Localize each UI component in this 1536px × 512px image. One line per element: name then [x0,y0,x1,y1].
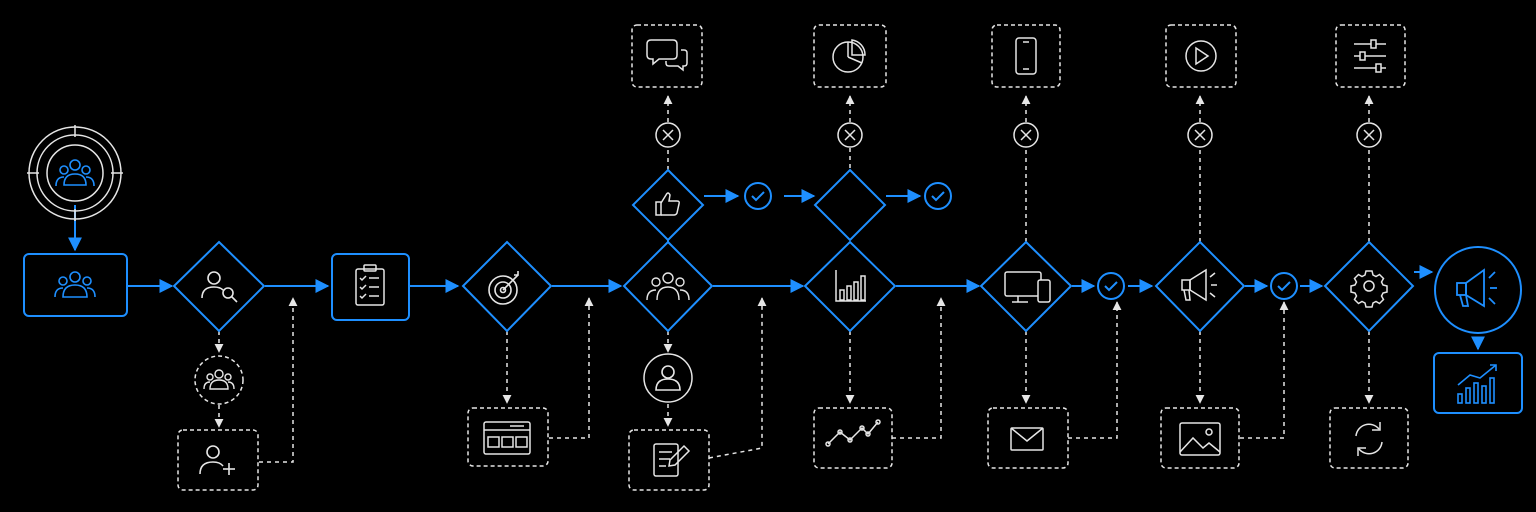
campaign-circle[interactable] [1434,246,1522,334]
thumbs-up-icon [655,192,680,216]
mobile-phone-icon [1015,37,1037,75]
bar-chart-decision[interactable] [803,240,897,333]
sliders-icon [1354,39,1386,73]
chat-bubbles-icon [646,39,688,72]
growth-chart-box[interactable] [1433,352,1523,414]
play-icon [1185,40,1217,72]
bar-chart-icon [835,270,866,302]
user-icon [655,365,681,391]
add-user-box[interactable] [177,429,259,491]
envelope-icon [1010,427,1044,451]
clipboard-checklist-icon [355,264,385,306]
line-chart-box[interactable] [813,407,893,469]
devices-icon [1004,271,1051,303]
team-icon [646,272,690,301]
approval-markers [744,182,1298,300]
secondary-dashed-connectors [214,95,1374,463]
refresh-box[interactable] [1329,407,1409,469]
audience-target-node[interactable] [27,125,123,221]
edit-document-icon [653,443,691,477]
cross-circle-icon [837,122,863,148]
sliders-box[interactable] [1335,24,1406,88]
check-circle-icon [1097,272,1125,300]
dashboard-layout-box[interactable] [467,407,549,467]
image-icon [1179,422,1221,456]
single-user-circle[interactable] [643,353,693,403]
devices-decision[interactable] [979,240,1073,333]
empty-decision[interactable] [813,168,887,242]
cross-circle-icon [1356,122,1382,148]
mobile-box[interactable] [991,24,1061,88]
megaphone-decision[interactable] [1154,240,1246,333]
growth-chart-icon [1457,364,1497,404]
user-search-icon [201,271,238,303]
main-flow-connectors [68,189,1485,351]
gear-icon [1350,270,1388,308]
users-icon [203,369,235,390]
line-chart-icon [825,419,881,447]
megaphone-icon [1181,268,1217,302]
cross-circle-icon [655,122,681,148]
mail-box[interactable] [987,407,1069,469]
play-box[interactable] [1165,24,1237,88]
users-icon [54,271,96,298]
refresh-icon [1355,422,1383,456]
cross-circle-icon [1187,122,1213,148]
edit-form-box[interactable] [628,429,710,491]
check-circle-icon [924,182,952,210]
user-plus-icon [199,445,235,475]
image-box[interactable] [1160,407,1240,469]
target-icon [488,271,519,305]
checklist-node[interactable] [331,253,410,321]
thumbs-up-decision[interactable] [631,168,705,242]
layout-icon [483,421,531,455]
megaphone-icon [1456,268,1497,308]
cross-circle-icon [1013,122,1039,148]
audience-group-node[interactable] [23,253,128,317]
users-icon [55,159,95,187]
pie-chart-box[interactable] [813,24,887,88]
target-goal-decision[interactable] [461,240,553,333]
check-circle-icon [744,182,772,210]
team-decision[interactable] [622,240,714,333]
user-search-decision[interactable] [172,240,266,333]
pie-chart-icon [832,39,866,73]
rejection-markers [655,122,1382,148]
check-circle-icon [1270,272,1298,300]
settings-decision[interactable] [1323,240,1415,333]
user-group-circle[interactable] [194,355,244,405]
chat-box[interactable] [631,24,703,88]
